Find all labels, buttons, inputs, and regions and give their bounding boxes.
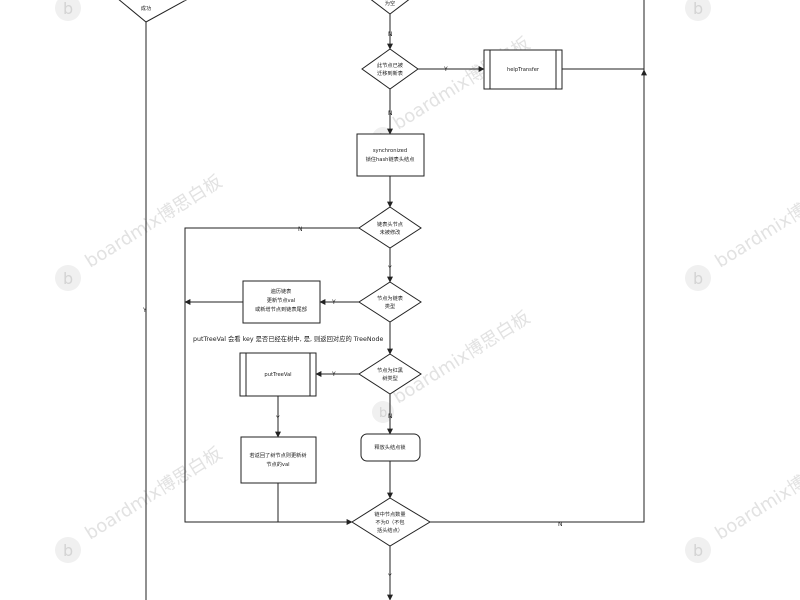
process-shape — [240, 436, 317, 484]
edge-label-y: Y — [443, 66, 448, 73]
watermark-logo: b — [685, 0, 711, 21]
decision-shape — [370, 0, 410, 15]
node-label: 遍历链表 — [271, 287, 293, 295]
node-label: 节点的val — [266, 460, 289, 468]
node-put-tree-val: putTreeVal — [239, 352, 317, 397]
node-label: helpTransfer — [507, 67, 540, 73]
node-label: 节点为链表 — [377, 294, 404, 302]
node-head-changed: 链表头节点 未被修改 — [358, 206, 422, 249]
edge-label-n: N — [298, 226, 303, 233]
process-shape — [242, 280, 321, 324]
svg-text:b: b — [693, 541, 703, 560]
node-label: 未被修改 — [380, 228, 402, 236]
edge-label-y: Y — [142, 307, 147, 314]
put-tree-val-note: putTreeVal 会看 key 是否已经在树中, 是, 则返回对应的 Tre… — [193, 334, 383, 343]
edge-label-n: N — [388, 413, 393, 420]
watermark-logo: b — [55, 537, 81, 563]
node-label: 更新节点val — [267, 296, 295, 304]
node-label: 为空 — [385, 0, 395, 7]
node-migrated-check: 此节点已被 迁移到新表 — [361, 48, 419, 90]
node-label: 括头结点） — [377, 526, 403, 534]
watermark-text: boardmix博思白板 — [712, 443, 800, 544]
watermark-text: boardmix博思白板 — [390, 307, 534, 408]
edge-label-y: Y — [331, 371, 336, 378]
decision-shape — [118, 0, 188, 23]
watermark-logo: b — [685, 537, 711, 563]
watermark-logo: b — [55, 0, 81, 21]
node-label: 树类型 — [382, 374, 398, 382]
node-help-transfer: helpTransfer — [483, 49, 563, 90]
watermark-logo: b — [55, 265, 81, 291]
node-label: 节点为红黑 — [377, 366, 403, 374]
node-label: 迁移到新表 — [377, 69, 404, 77]
watermark-layer: b b b b b b b b boardmix博思白板 boardmix博思白… — [55, 0, 800, 563]
watermark-text: boardmix博思白板 — [82, 443, 226, 544]
edge-label-y: Y — [275, 415, 280, 422]
node-is-treebin: 节点为红黑 树类型 — [358, 353, 422, 395]
decision-shape — [358, 353, 422, 395]
edge-bincount-to-right — [430, 69, 647, 523]
node-top-left-decision: 成功 — [118, 0, 188, 23]
node-label: putTreeVal — [264, 372, 291, 378]
node-label: 类型 — [385, 302, 395, 310]
node-sync-lock: synchronized 锁住hash链表头结点 — [356, 133, 425, 177]
subprocess-shape — [483, 49, 563, 90]
node-traverse-list: 遍历链表 更新节点val 或新增节点到链表尾部 — [242, 280, 321, 324]
decision-shape — [361, 48, 419, 90]
node-label: 链表头节点 — [377, 220, 403, 228]
svg-text:b: b — [63, 0, 73, 18]
svg-text:b: b — [693, 0, 703, 18]
node-label: 若返回了树节点则更新树 — [249, 451, 306, 459]
node-label: 锁住hash链表头结点 — [366, 155, 415, 163]
watermark-text: boardmix博思白板 — [82, 171, 226, 272]
node-label: 成功 — [141, 4, 151, 12]
edge-labels: N Y N N Y Y Y Y Y N N Y — [142, 31, 563, 580]
svg-text:b: b — [63, 541, 73, 560]
node-label: 不为0（不包 — [375, 518, 404, 526]
edge-label-y: Y — [331, 299, 336, 306]
watermark-logo: b — [372, 401, 394, 423]
node-release-lock: 释放头结点锁 — [360, 433, 421, 462]
subprocess-shape — [239, 352, 317, 397]
node-label: synchronized — [373, 148, 407, 154]
node-top-mid-decision: 为空 — [370, 0, 410, 15]
node-label: 释放头结点锁 — [374, 443, 405, 451]
process-shape — [360, 433, 421, 462]
svg-text:b: b — [379, 406, 387, 421]
node-label: 或新增节点到链表尾部 — [255, 305, 307, 313]
edge-label-n: N — [388, 31, 393, 38]
node-is-list: 节点为链表 类型 — [358, 281, 422, 323]
node-label: 此节点已被 — [377, 61, 404, 69]
svg-text:b: b — [693, 269, 703, 288]
watermark-logo: b — [685, 265, 711, 291]
svg-text:b: b — [63, 269, 73, 288]
edge-label-n: N — [388, 110, 393, 117]
decision-shape — [351, 497, 431, 547]
edge-headcheck-n-loop — [184, 227, 359, 525]
edge-label-n: N — [558, 521, 563, 528]
decision-shape — [358, 206, 422, 249]
node-found-node: 若返回了树节点则更新树 节点的val — [240, 436, 317, 484]
process-shape — [356, 133, 425, 177]
edge-label-y: Y — [387, 573, 392, 580]
connectors — [145, 0, 647, 600]
node-label: 链中节点数量 — [374, 510, 405, 518]
edge-label-y: Y — [387, 265, 392, 272]
decision-shape — [358, 281, 422, 323]
node-bin-count: 链中节点数量 不为0（不包 括头结点） — [351, 497, 431, 547]
watermark-text: boardmix博思白板 — [712, 171, 800, 272]
